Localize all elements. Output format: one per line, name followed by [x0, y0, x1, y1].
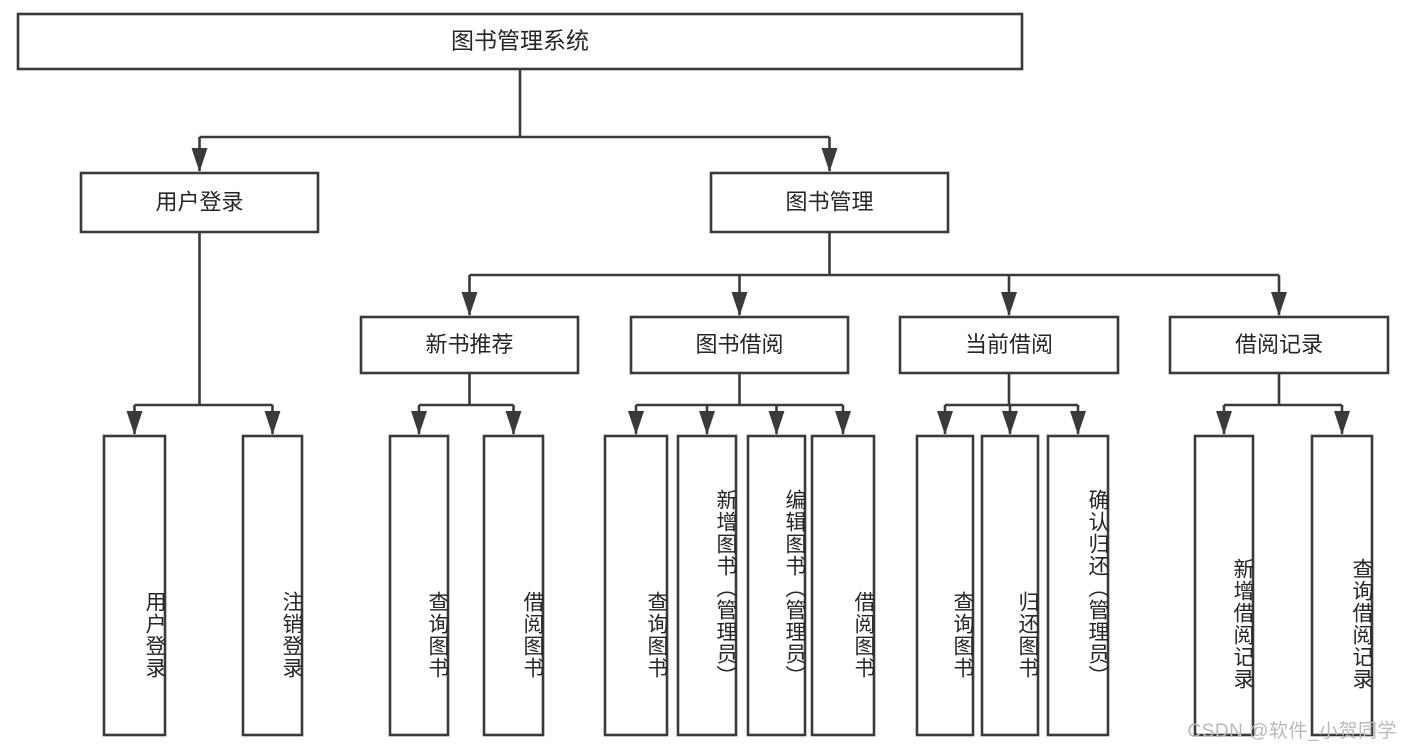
arrow-l2-2-to-leaf-2 [1070, 411, 1086, 435]
leaf-node-4-查询图书-rect[interactable] [603, 434, 669, 737]
leaf-node-11-新增借阅记录[interactable] [1193, 434, 1255, 737]
leaf-node-8-查询图书[interactable] [915, 434, 975, 737]
leaf-node-1-注销登录-rect[interactable] [241, 434, 304, 737]
leaf-node-7-借阅图书[interactable] [810, 434, 876, 737]
leaf-node-5-新增图书管理员[interactable] [676, 434, 738, 737]
node-l1-用户登录-rect[interactable] [79, 171, 320, 234]
leaf-node-6-编辑图书管理员-rect[interactable] [746, 434, 807, 737]
leaf-node-8-查询图书-rect[interactable] [915, 434, 975, 737]
leaf-node-1-注销登录[interactable] [241, 434, 304, 737]
node-l2-当前借阅-rect[interactable] [898, 315, 1120, 375]
node-l2-图书借阅-rect[interactable] [629, 315, 850, 375]
leaf-node-2-查询图书-rect[interactable] [388, 434, 450, 737]
node-l2-新书推荐[interactable]: 新书推荐 [359, 315, 580, 375]
leaf-node-11-新增借阅记录-rect[interactable] [1193, 434, 1255, 737]
leaf-node-7-借阅图书-rect[interactable] [810, 434, 876, 737]
node-l1-图书管理-rect[interactable] [709, 171, 950, 234]
node-l2-新书推荐-label: 新书推荐 [425, 332, 513, 357]
arrow-l2-1-to-leaf-3 [835, 411, 851, 435]
node-l2-借阅记录-label: 借阅记录 [1235, 332, 1323, 357]
arrow-root-to-l1-0 [191, 148, 208, 172]
node-l2-图书借阅-label: 图书借阅 [695, 332, 783, 357]
arrow-l1-to-l2-0 [461, 292, 478, 316]
arrow-l2-0-to-leaf-1 [505, 411, 522, 435]
node-root-图书管理系统-label: 图书管理系统 [451, 28, 589, 54]
leaf-node-5-新增图书管理员-rect[interactable] [676, 434, 738, 737]
arrow-l1-to-l2-3 [1271, 292, 1287, 316]
node-root-图书管理系统-rect[interactable] [16, 12, 1024, 71]
leaf-node-2-查询图书[interactable] [388, 434, 450, 737]
node-l2-图书借阅[interactable]: 图书借阅 [629, 315, 850, 375]
node-l1-用户登录[interactable]: 用户登录 [79, 171, 320, 234]
arrow-l2-3-to-leaf-0 [1216, 411, 1232, 435]
arrow-l2-1-to-leaf-0 [628, 411, 644, 435]
node-l2-新书推荐-rect[interactable] [359, 315, 580, 375]
node-l2-当前借阅-label: 当前借阅 [965, 332, 1053, 357]
connectors-group [126, 69, 1350, 435]
node-l2-当前借阅[interactable]: 当前借阅 [898, 315, 1120, 375]
node-root-图书管理系统[interactable]: 图书管理系统 [16, 12, 1024, 71]
leaf-node-4-查询图书[interactable] [603, 434, 669, 737]
arrow-l1-to-l2-2 [1001, 292, 1017, 316]
arrow-l2-3-to-leaf-1 [1334, 411, 1350, 435]
leaf-node-6-编辑图书管理员[interactable] [746, 434, 807, 737]
leaf-node-9-归还图书-rect[interactable] [980, 434, 1040, 737]
watermark-text: CSDN @软件_小贺同学 [1187, 721, 1397, 742]
leaf-node-3-借阅图书[interactable] [482, 434, 545, 737]
leaf-node-3-借阅图书-rect[interactable] [482, 434, 545, 737]
leaf-node-10-确认归还管理员[interactable] [1046, 434, 1110, 737]
arrow-user-login-to-leaf-0 [126, 411, 143, 435]
leaf-node-0-用户登录[interactable] [102, 434, 167, 737]
arrow-l2-2-to-leaf-0 [937, 411, 953, 435]
leaf-node-9-归还图书[interactable] [980, 434, 1040, 737]
leaf-node-10-确认归还管理员-rect[interactable] [1046, 434, 1110, 737]
node-l1-图书管理[interactable]: 图书管理 [709, 171, 950, 234]
arrow-user-login-to-leaf-1 [264, 411, 281, 435]
node-l1-图书管理-label: 图书管理 [785, 189, 873, 214]
arrow-l2-1-to-leaf-2 [768, 411, 785, 435]
arrow-root-to-l1-1 [821, 148, 838, 172]
leaf-node-0-用户登录-rect[interactable] [102, 434, 167, 737]
leaf-node-12-查询借阅记录[interactable] [1310, 434, 1374, 737]
node-l2-借阅记录-rect[interactable] [1168, 315, 1390, 375]
leaf-node-12-查询借阅记录-rect[interactable] [1310, 434, 1374, 737]
arrow-l1-to-l2-1 [731, 292, 748, 316]
node-l2-借阅记录[interactable]: 借阅记录 [1168, 315, 1390, 375]
arrow-l2-0-to-leaf-0 [411, 411, 427, 435]
node-l1-用户登录-label: 用户登录 [155, 189, 243, 214]
arrow-l2-1-to-leaf-1 [699, 411, 715, 435]
arrow-l2-2-to-leaf-1 [1002, 411, 1018, 435]
